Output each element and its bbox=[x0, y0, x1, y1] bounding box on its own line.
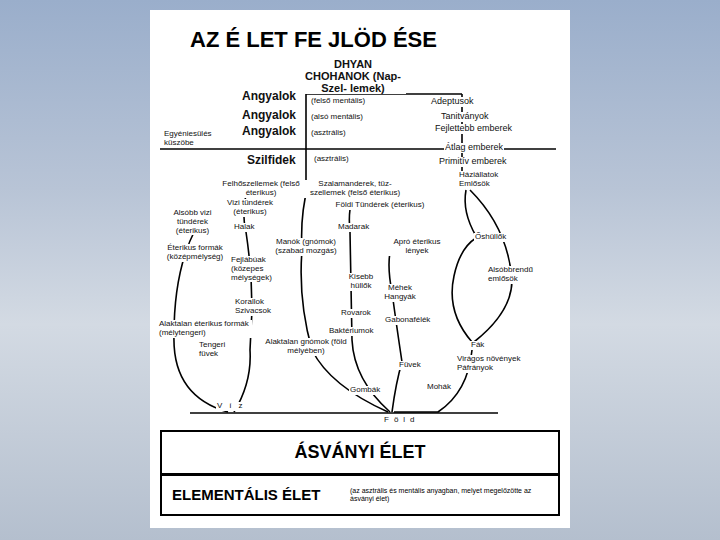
tree-label: (felső mentális) bbox=[310, 97, 366, 106]
tree-label: Fejlábúak (közepes mélységek) bbox=[230, 256, 290, 282]
tree-label: Víz bbox=[216, 402, 251, 411]
band-heading: ELEMENTÁLIS ÉLET bbox=[172, 486, 320, 503]
diagram-title: AZ É LET FE JLÖD ÉSE bbox=[190, 27, 437, 53]
earth-branch-line bbox=[389, 244, 402, 412]
tree-label: Éterikus formák (középmélység) bbox=[160, 244, 230, 262]
tree-label: Angyalok bbox=[241, 125, 297, 138]
elemental-band: ELEMENTÁLIS ÉLET (az asztrális és mentáli… bbox=[160, 474, 560, 516]
tree-label: Angyalok bbox=[241, 109, 297, 122]
earth-branch-line bbox=[349, 202, 390, 412]
tree-label: Egyéniesülés küszöbe bbox=[163, 130, 237, 148]
tree-label: Alsóbbrendű emlősök bbox=[487, 266, 549, 284]
earth-branch-line bbox=[301, 186, 388, 412]
tree-label: Mohák bbox=[426, 383, 452, 392]
tree-label: Apró éterikus lények bbox=[382, 238, 452, 256]
tree-label: Gombák bbox=[349, 386, 381, 395]
tree-label: Alaktalan éterikus formák (mélytengeri) bbox=[158, 320, 252, 338]
tree-label: Tengeri füvek bbox=[198, 341, 244, 359]
tree-label: Primitív emberek bbox=[438, 157, 508, 167]
ground-line bbox=[190, 412, 498, 414]
tree-label: Fák bbox=[470, 341, 485, 350]
tree-label: Baktériumok bbox=[328, 327, 374, 336]
tree-label: Föld bbox=[383, 416, 421, 425]
tree-label: Háziállatok Emlősök bbox=[458, 171, 520, 189]
tree-label: Manók (gnómok) (szabad mozgás) bbox=[266, 238, 346, 256]
tree-label: Korallok Szivacsok bbox=[234, 298, 284, 316]
tree-label: Földi Tündérek (éterikus) bbox=[333, 201, 427, 210]
tree-label: Alaktalan gnómok (föld mélyében) bbox=[262, 338, 350, 356]
tree-label: Füvek bbox=[398, 361, 422, 370]
tree-label: Szilfidek bbox=[246, 154, 297, 167]
band-note: (az asztrális és mentális anyagban, mely… bbox=[350, 487, 550, 503]
tree-label: Felhőszellemek (felső éterikus) bbox=[220, 180, 302, 198]
tree-label: Halak bbox=[233, 223, 255, 232]
reptile-branch-line bbox=[465, 190, 476, 236]
band-heading: ÁSVÁNYI ÉLET bbox=[294, 442, 425, 463]
tree-label: Virágos növények Páfrányok bbox=[456, 355, 522, 373]
tree-label: DHYAN CHOHANOK (Nap-Szel- lemek) bbox=[300, 58, 406, 94]
tree-label: Őshüllők bbox=[474, 233, 507, 242]
mineral-band: ÁSVÁNYI ÉLET bbox=[160, 430, 560, 475]
tree-label: (asztrális) bbox=[310, 129, 347, 138]
tree-label: Alsóbb vizi tündérek (éterikus) bbox=[164, 209, 221, 235]
tree-label: Szalamanderek, tüz-szellemek (felső éter… bbox=[304, 180, 406, 198]
tree-label: Átlag emberek bbox=[444, 143, 504, 153]
reptile-branch-line bbox=[452, 238, 476, 342]
tree-label: Rovarok bbox=[340, 309, 372, 318]
tree-label: Tanitványok bbox=[440, 112, 490, 122]
tree-label: Méhek Hangyák bbox=[378, 284, 422, 302]
tree-label: Vizi tündérek (éterikus) bbox=[214, 199, 286, 217]
column-divider-line bbox=[305, 94, 307, 182]
tree-label: Fejlettebb emberek bbox=[434, 124, 513, 134]
tree-label: Madarak bbox=[337, 223, 370, 232]
tree-label: Gabonafélék bbox=[384, 316, 431, 325]
tree-label: (asztrális) bbox=[313, 155, 350, 164]
tree-label: Angyalok bbox=[241, 90, 297, 103]
tree-label: (alsó mentális) bbox=[310, 113, 364, 122]
tree-label: Adeptusok bbox=[430, 97, 475, 107]
